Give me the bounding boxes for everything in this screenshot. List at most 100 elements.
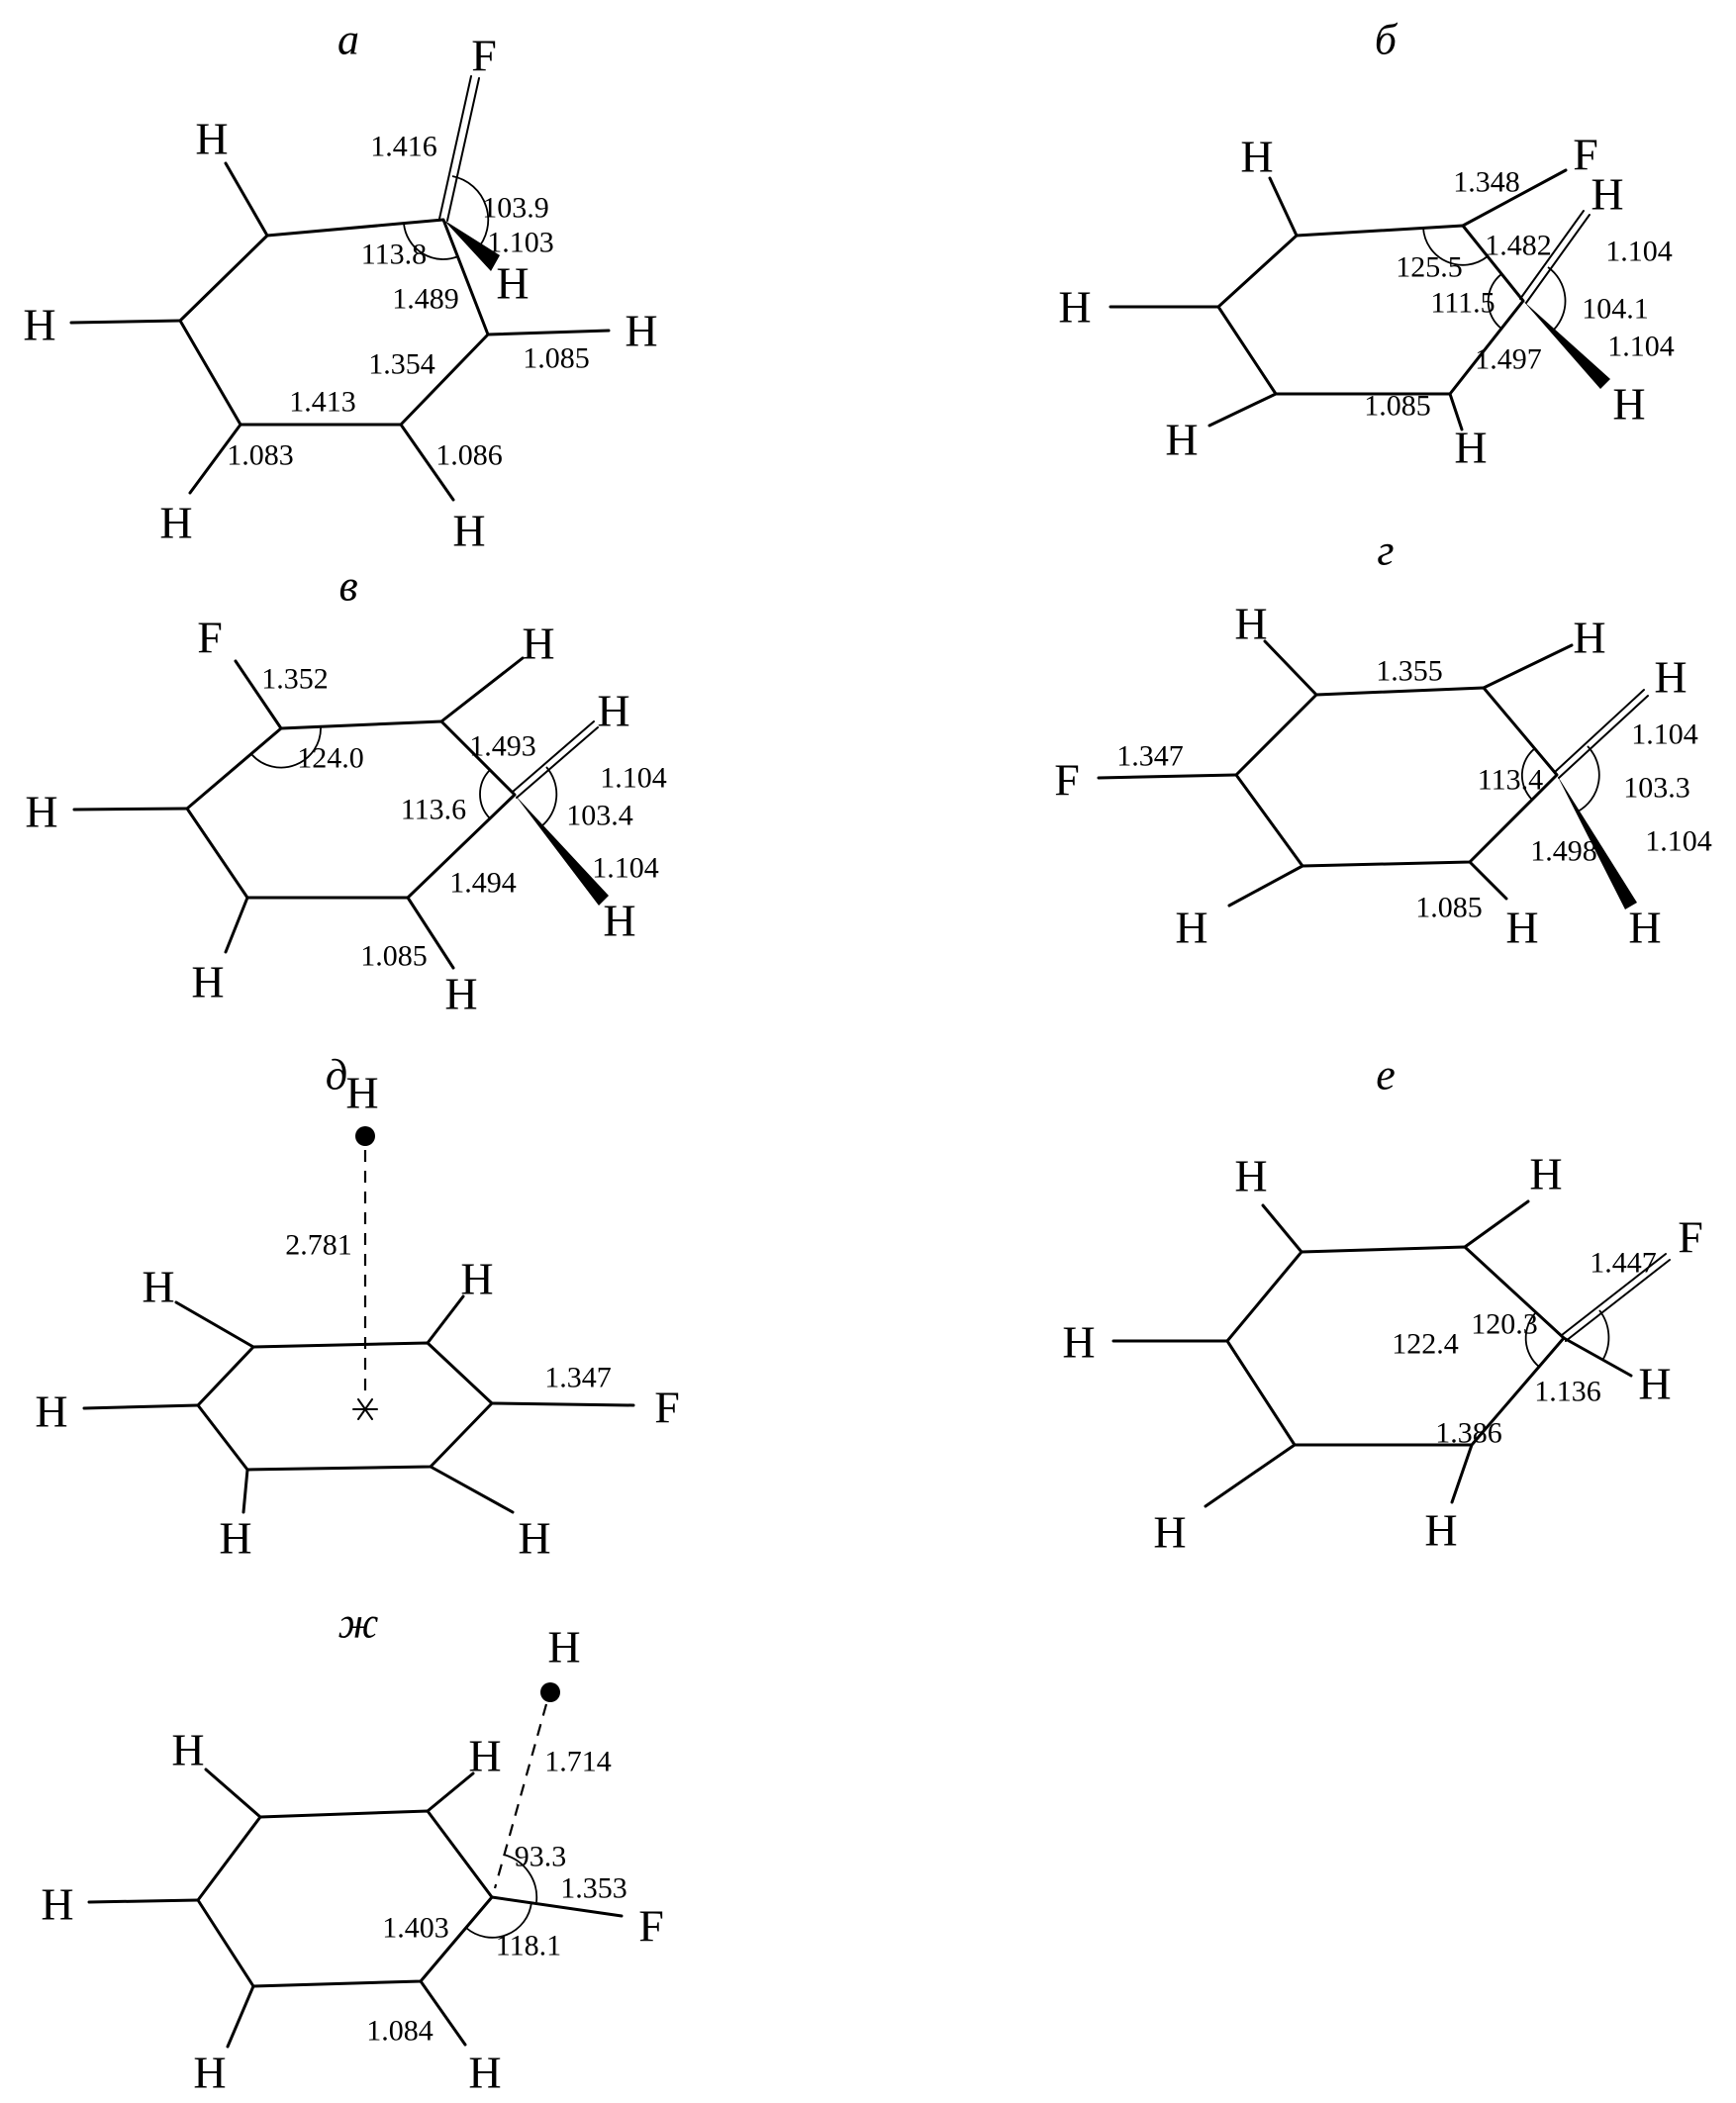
bond-length-label: 1.497 (1475, 343, 1542, 376)
atom-label-h: H (468, 1731, 501, 1781)
atom-label-h: H (496, 258, 529, 309)
atom-label-h: H (460, 1254, 493, 1304)
atom-label-f: F (1054, 755, 1080, 806)
atom-label-h: H (193, 2048, 226, 2098)
ring-bonds (196, 1341, 494, 1472)
atom-label-f: F (1678, 1212, 1703, 1263)
ch-bonds (1097, 639, 1574, 908)
atom-label-h: H (1062, 1317, 1095, 1368)
panel-v: в F H H H H H H 1.352 124.0 1.493 1.104 … (25, 562, 666, 1019)
atom-label-h: H (1612, 379, 1645, 430)
panel-zh: ж H H H H F H H 1.714 93.3 1.403 118.1 1… (41, 1599, 663, 2098)
atom-label-h: H (1591, 169, 1623, 220)
panel-a: а F H H H H H H 1.416 103.9 1.103 113.8 … (23, 16, 657, 556)
angle-arc (1524, 1309, 1610, 1368)
atom-label-f: F (197, 613, 223, 663)
atom-label-h: H (1654, 652, 1687, 703)
bond-length-label: 1.085 (1415, 892, 1483, 924)
bond-length-label: 1.493 (469, 730, 536, 763)
atom-label-h: H (1424, 1505, 1457, 1556)
atom-label-h: H (1638, 1359, 1671, 1409)
angle-arc (465, 1854, 538, 1939)
panel-label: в (338, 562, 357, 611)
atom-label-h: H (522, 619, 554, 669)
bond-length-label: 1.352 (261, 663, 329, 696)
angle-label: 93.3 (515, 1841, 567, 1873)
angle-label: 122.4 (1392, 1328, 1459, 1361)
bond-length-label: 1.416 (370, 131, 437, 163)
panel-d: д H H H H F H H 2.781 1.347 (35, 1051, 679, 1564)
angle-arc (250, 725, 558, 827)
angle-label: 103.4 (566, 800, 633, 832)
atom-label-h: H (345, 1068, 378, 1118)
atom-label-h: H (468, 2048, 501, 2098)
ch-bonds (69, 161, 611, 502)
atom-label-h: H (1454, 423, 1487, 473)
panel-label: б (1375, 16, 1398, 64)
angle-label: 113.6 (401, 794, 466, 826)
ch-bonds (87, 1768, 624, 2049)
partial-bond (1561, 1253, 1671, 1342)
bond-length-label: 1.104 (592, 852, 659, 885)
atom-label-h: H (1505, 903, 1538, 953)
bond-length-label: 1.413 (289, 386, 356, 419)
bond-length-label: 1.136 (1534, 1376, 1601, 1408)
partial-bond (1519, 210, 1591, 304)
panel-e: е H H H F H H H 1.447 120.3 122.4 1.136 … (1062, 1051, 1702, 1558)
bond-length-label: 1.083 (227, 439, 294, 472)
atom-label-h: H (1234, 1151, 1267, 1201)
atom-label-f: F (654, 1383, 680, 1433)
atom-label-h: H (41, 1879, 73, 1930)
angle-arc (1521, 745, 1600, 813)
bond-length-label: 1.355 (1376, 655, 1443, 688)
atom-label-h: H (444, 969, 477, 1019)
bond-length-label: 1.494 (449, 867, 517, 900)
atom-label-h: H (1628, 903, 1661, 953)
partial-bond (438, 75, 480, 222)
atom-label-h: H (1058, 282, 1091, 333)
atom-label-h: H (1529, 1149, 1562, 1199)
bond-length-label: 1.104 (1631, 718, 1698, 751)
bond-length-label: 1.386 (1435, 1417, 1502, 1450)
bond-length-label: 1.447 (1590, 1247, 1657, 1280)
panel-label: е (1376, 1051, 1396, 1099)
angle-label: 124.0 (297, 742, 364, 775)
atom-label-h: H (195, 114, 228, 164)
panel-label: ж (338, 1599, 379, 1648)
bond-length-label: 1.085 (523, 342, 590, 375)
bond-length-label: 1.103 (487, 227, 554, 259)
angle-label: 125.5 (1396, 251, 1463, 284)
angle-label: 118.1 (496, 1930, 561, 1962)
atom-label-h: H (191, 957, 224, 1007)
panel-label: а (338, 16, 359, 64)
angle-label: 120.3 (1471, 1308, 1538, 1341)
panel-label: д (326, 1051, 347, 1099)
angle-label: 104.1 (1582, 293, 1649, 326)
bond-length-label: 1.347 (544, 1362, 612, 1394)
bond-length-label: 1.347 (1116, 740, 1184, 773)
ch-bonds (72, 656, 525, 970)
atom-label-h: H (142, 1262, 174, 1312)
angle-arc (1422, 227, 1567, 331)
h-atom-dot (540, 1682, 560, 1702)
angle-arc (403, 175, 490, 260)
atom-label-h: H (1240, 132, 1273, 182)
angle-label: 103.9 (482, 192, 549, 225)
atom-label-h: H (1573, 613, 1605, 663)
atom-label-h: H (219, 1513, 251, 1564)
atom-label-h: H (171, 1725, 204, 1775)
ch-bonds (1111, 1199, 1633, 1508)
atom-label-h: H (1234, 599, 1267, 649)
angle-label: 113.4 (1478, 764, 1543, 797)
atom-label-h: H (452, 506, 485, 556)
bond-length-label: 1.104 (600, 762, 667, 795)
h-atom-dot (355, 1126, 375, 1146)
atom-label-h: H (547, 1622, 580, 1673)
bond-length-label: 1.084 (366, 2015, 434, 2048)
distance-label: 1.714 (544, 1746, 612, 1778)
bond-length-label: 1.085 (1364, 390, 1431, 423)
angle-label: 111.5 (1430, 287, 1495, 320)
bond-length-label: 1.104 (1605, 236, 1673, 268)
